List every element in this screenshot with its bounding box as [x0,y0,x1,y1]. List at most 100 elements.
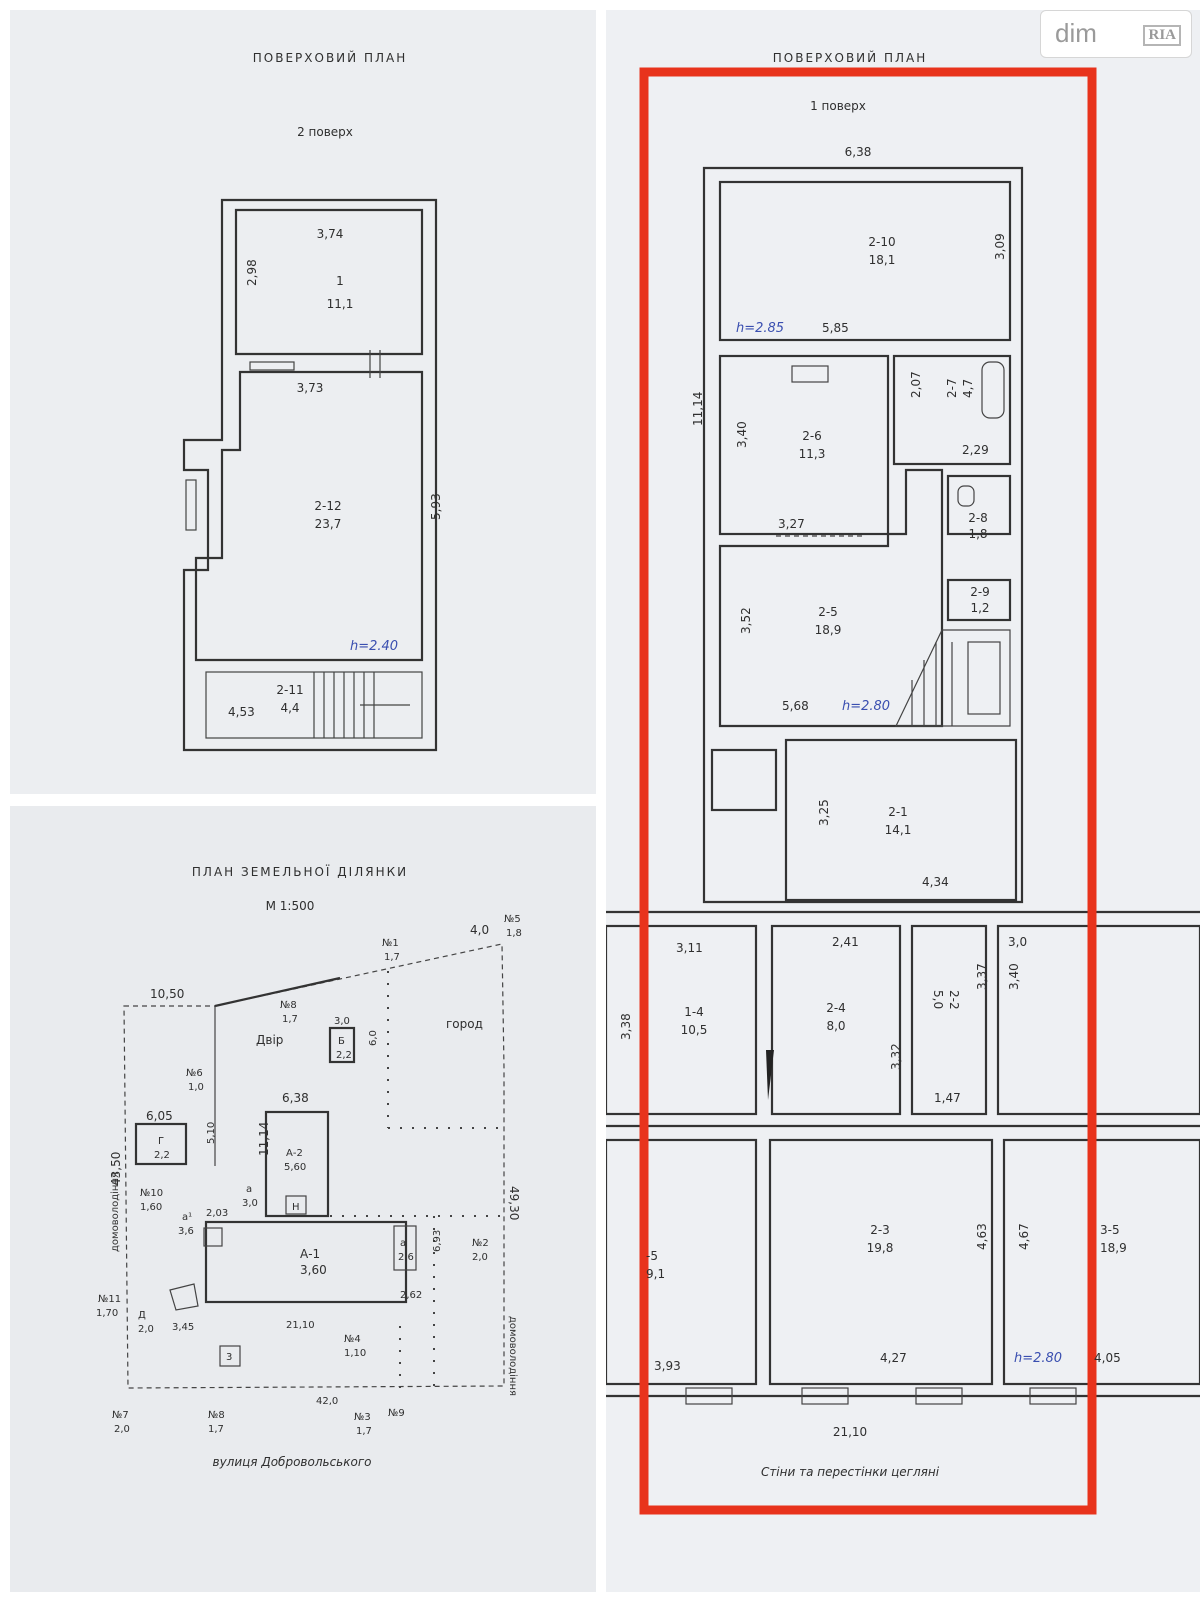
dim-374: 3,74 [317,227,344,241]
window-icon [249,361,295,371]
room-2-8-code: 2-8 [968,511,988,525]
point-1-val: 1,7 [384,952,400,963]
dim-147: 1,47 [934,1091,961,1105]
dim-393: 3,93 [654,1359,681,1373]
dim-467: 4,67 [1017,1223,1031,1250]
point-7-no: №7 [112,1410,129,1421]
dim-593: 5,93 [429,493,443,520]
floor2-plan: ПОВЕРХОВИЙ ПЛАН 2 поверх 3,74 2,98 1 11,… [182,50,443,752]
building-b [328,1026,356,1064]
point-9-no: №9 [388,1408,405,1419]
dim-585: 5,85 [822,321,849,335]
room-5-wall [606,1138,758,1386]
room-3-5-wall [1002,1138,1200,1386]
point-5-no: №5 [504,914,521,925]
porch [710,748,778,812]
dim-1114: 11,14 [257,1122,271,1156]
point-2-val: 2,0 [472,1252,488,1263]
dim-332: 3,32 [889,1043,903,1070]
dim-638: 6,38 [845,145,872,159]
building-g-val: 2,2 [154,1150,170,1161]
label-dvir: Двір [256,1033,283,1047]
dim-229: 2,29 [962,443,989,457]
dim-30x: 3,0 [1008,935,1027,949]
room-2-6-code: 2-6 [802,429,822,443]
room-right-wall [996,924,1200,1116]
building-n-code: Н [292,1202,300,1213]
room-2-10-code: 2-10 [868,235,895,249]
room-2-4-code: 2-4 [826,1001,846,1015]
room-2-7-area: 4,7 [961,379,975,398]
toilet-icon [957,485,975,507]
building-b-code: Б [338,1036,345,1047]
stairs-steps [313,672,410,738]
building-a1-code: А-1 [300,1247,320,1261]
building-d [169,1283,199,1311]
dim-241: 2,41 [832,935,859,949]
stairs-steps [911,641,1001,726]
height-3: h=2.80 [1014,1351,1062,1366]
room-2-2-area: 5,0 [931,990,945,1009]
height-2: h=2.80 [842,699,890,714]
floor2-panel: ПОВЕРХОВИЙ ПЛАН 2 поверх 3,74 2,98 1 11,… [10,10,596,794]
door-icon [766,1050,774,1100]
room-2-9-area: 1,2 [970,601,989,615]
point-10-no: №10 [140,1188,163,1199]
building-a1 [204,1220,408,1304]
dim-2110: 21,10 [286,1320,315,1331]
building-a1-porch [203,1227,223,1247]
dim-309: 3,09 [993,233,1007,260]
building-a-val: 3,0 [242,1198,258,1209]
room-2-5-area: 18,9 [815,623,842,637]
building-a-code: а [246,1184,252,1195]
room-2-1-area: 14,1 [885,823,912,837]
room-1-area: 11,1 [327,297,354,311]
dim-4930: 49,30 [507,1186,521,1220]
building-ar-code: а [400,1238,406,1249]
room-2-7-wall [892,354,1012,466]
room-2-8-area: 1,8 [968,527,987,541]
room-2-4-wall [770,924,902,1116]
floor2-height: h=2.40 [350,639,398,654]
dim-207: 2,07 [909,371,923,398]
room-1-code: 1 [336,274,344,288]
building-3 [219,1345,241,1367]
building-b-val: 2,2 [336,1050,352,1061]
window-icon [685,1387,1077,1405]
room-2-10-wall [718,180,1012,342]
room-2-9-code: 2-9 [970,585,990,599]
room-2-5-code: 2-5 [818,605,838,619]
room-2-6-wall [718,354,890,536]
point-8b-val: 1,7 [208,1424,224,1435]
point-7-val: 2,0 [114,1424,130,1435]
dim-427: 4,27 [880,1351,907,1365]
point-10-val: 1,60 [140,1202,162,1213]
dim-420: 42,0 [316,1396,338,1407]
building-ar-val: 2,6 [398,1252,414,1263]
room-2-8-wall [946,474,1012,536]
site-title: ПЛАН ЗЕМЕЛЬНОЇ ДІЛЯНКИ [192,864,408,879]
label-gorod: город [446,1017,483,1031]
site-scale: М 1:500 [266,899,315,913]
dim-203: 2,03 [206,1208,228,1219]
dim-405: 4,05 [1094,1351,1121,1365]
point-1-no: №1 [382,938,399,949]
highlight-frame [639,67,1097,1515]
floor2-subtitle: 2 поверх [297,125,353,139]
floor2-outer-wall [182,198,438,752]
dim-434: 4,34 [922,875,949,889]
dim-352: 3,52 [739,607,753,634]
room-2-5-wall [718,468,944,728]
room-5-area: 9,1 [646,1267,665,1281]
dim-40: 4,0 [470,923,489,937]
room-2-2-code: 2-2 [947,990,961,1010]
point-11-val: 1,70 [96,1308,118,1319]
floor2-title: ПОВЕРХОВИЙ ПЛАН [253,50,407,65]
building-g [134,1122,188,1166]
dim-453: 4,53 [228,705,255,719]
room-5-code: -5 [646,1249,658,1263]
dim-638: 6,38 [282,1091,309,1105]
point-4-no: №4 [344,1334,361,1345]
height-1: h=2.85 [736,321,784,336]
room-2-1-code: 2-1 [888,805,908,819]
